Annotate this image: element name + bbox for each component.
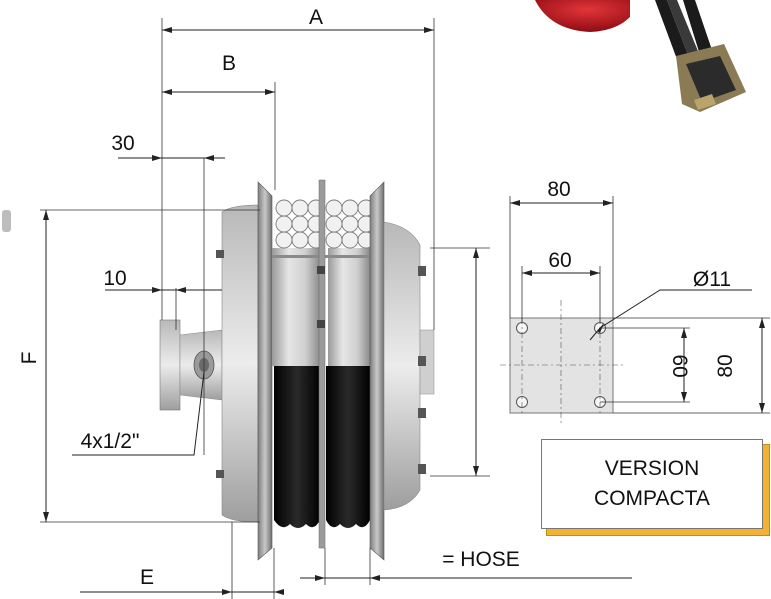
reel-dimension-lines [40, 18, 632, 599]
plate-height-80-side-label: 80 [714, 354, 737, 377]
dimension-30-label: 30 [111, 132, 134, 155]
plate-dimension-lines [509, 196, 770, 414]
left-edge-fragment [2, 210, 11, 232]
plate-width-80-label: 80 [547, 178, 570, 201]
dimension-f-label: F [18, 352, 41, 365]
plate-hole-spacing-60-side-label: 60 [668, 354, 691, 377]
dimension-a-label: A [309, 6, 323, 29]
version-box-line-1: VERSION [604, 457, 700, 480]
inlet-thread-label: 4x1/2" [81, 430, 140, 453]
plate-hole-spacing-60-label: 60 [548, 249, 571, 272]
mounting-plate [500, 300, 625, 425]
version-box-line-2: COMPACTA [594, 487, 710, 510]
version-compacta-box: VERSION COMPACTA [541, 439, 763, 529]
hose-dimension-label: = HOSE [442, 548, 520, 571]
product-photo [535, 0, 746, 112]
dimension-10-label: 10 [103, 267, 126, 290]
hose-reel-body [159, 179, 435, 561]
dimension-b-label: B [222, 52, 236, 75]
dimension-e-label: E [140, 566, 154, 589]
hole-diameter-label: Ø11 [693, 268, 731, 291]
